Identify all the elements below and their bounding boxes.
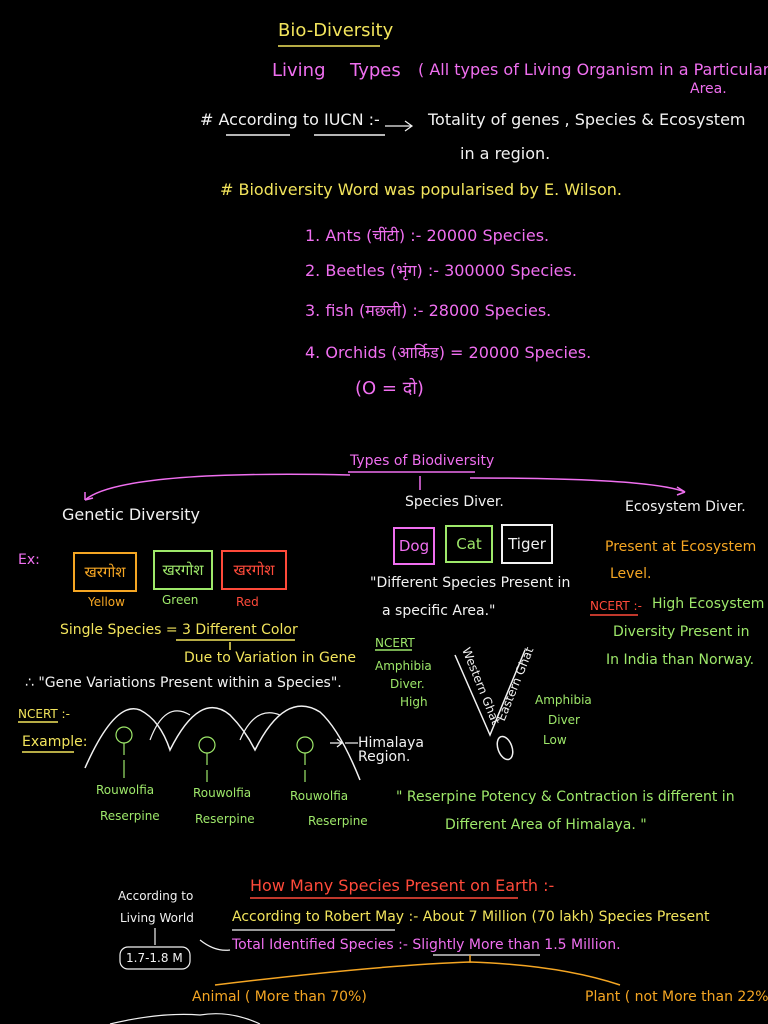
according-to-label: According to: [118, 889, 194, 903]
ncert-ecosystem: NCERT :-: [590, 599, 642, 613]
species-desc: "Different Species Present in: [370, 575, 571, 591]
ecosystem-level: Level.: [610, 566, 652, 582]
rabbit-box-yellow: खरगोश: [73, 552, 137, 592]
species-heading: Species Diver.: [405, 494, 504, 510]
iucn-text-2: in a region.: [460, 144, 551, 163]
definition-text: ( All types of Living Organism in a Part…: [418, 60, 768, 79]
orchid-note: (O = दो): [355, 378, 424, 399]
ecosystem-heading: Ecosystem Diver.: [625, 499, 746, 515]
due-to-variation: Due to Variation in Gene: [184, 650, 356, 666]
plant-rouwolfia-3: Rouwolfia: [290, 789, 349, 803]
definition-tail: Area.: [690, 81, 727, 97]
rabbit-box-green: खरगोश: [153, 550, 213, 590]
genetic-heading: Genetic Diversity: [62, 505, 201, 524]
amphibia-high-3: High: [400, 695, 428, 709]
amphibia-high-1: Amphibia: [375, 659, 432, 673]
living-label: Living: [272, 60, 326, 81]
label-red: Red: [236, 595, 259, 609]
reserpine-3: Reserpine: [308, 814, 368, 828]
single-species-text: Single Species = 3 Different Color: [60, 622, 298, 638]
iucn-label: # According to IUCN :-: [200, 110, 380, 129]
ncert-species: NCERT: [375, 636, 415, 650]
iucn-text: Totality of genes , Species & Ecosystem: [428, 110, 746, 129]
plant-rouwolfia-2: Rouwolfia: [193, 786, 252, 800]
living-world-label: Living World: [120, 911, 194, 925]
reserpine-note: " Reserpine Potency & Contraction is dif…: [396, 789, 735, 805]
label-yellow: Yellow: [88, 595, 125, 609]
label-green: Green: [162, 593, 199, 607]
gene-variations-text: ∴ "Gene Variations Present within a Spec…: [25, 675, 342, 691]
types-label: Types: [350, 60, 401, 81]
wilson-text: # Biodiversity Word was popularised by E…: [220, 180, 622, 199]
box-cat: Cat: [445, 525, 493, 563]
example-label: Example:: [22, 734, 88, 750]
animal-label: Animal ( More than 70%): [192, 989, 367, 1005]
ecosystem-india: In India than Norway.: [606, 652, 755, 668]
plant-rouwolfia-1: Rouwolfia: [96, 783, 155, 797]
identified-text: Total Identified Species :- Slightly Mor…: [232, 937, 621, 953]
plant-label: Plant ( not More than 22%): [585, 989, 768, 1005]
ex-label: Ex:: [18, 552, 40, 568]
range-label: 1.7-1.8 M: [126, 951, 183, 965]
amphibia-low-1: Amphibia: [535, 693, 592, 707]
reserpine-2: Reserpine: [195, 812, 255, 826]
species-item-fish: 3. fish (मछली) :- 28000 Species.: [305, 301, 552, 320]
box-tiger: Tiger: [501, 524, 553, 564]
ecosystem-high: High Ecosystem: [652, 596, 765, 612]
himalaya-label: Himalaya Region.: [358, 735, 424, 765]
species-item-orchids: 4. Orchids (आर्किड) = 20000 Species.: [305, 343, 592, 362]
ecosystem-diversity: Diversity Present in: [613, 624, 750, 640]
amphibia-low-3: Low: [543, 733, 567, 747]
amphibia-low-2: Diver: [548, 713, 580, 727]
rabbit-box-red: खरगोश: [221, 550, 287, 590]
ecosystem-present: Present at Ecosystem: [605, 539, 757, 555]
reserpine-note-2: Different Area of Himalaya. ": [445, 817, 647, 833]
types-heading: Types of Biodiversity: [350, 453, 495, 469]
reserpine-1: Reserpine: [100, 809, 160, 823]
robert-may-text: According to Robert May :- About 7 Milli…: [232, 909, 710, 925]
amphibia-high-2: Diver.: [390, 677, 425, 691]
box-dog: Dog: [393, 527, 435, 565]
species-item-beetles: 2. Beetles (भृंग) :- 300000 Species.: [305, 261, 577, 280]
page-title: Bio-Diversity: [278, 20, 394, 41]
species-desc-2: a specific Area.": [382, 603, 496, 619]
species-item-ants: 1. Ants (चींटी) :- 20000 Species.: [305, 226, 550, 245]
ncert-genetic: NCERT :-: [18, 707, 70, 721]
how-many-heading: How Many Species Present on Earth :-: [250, 876, 555, 895]
